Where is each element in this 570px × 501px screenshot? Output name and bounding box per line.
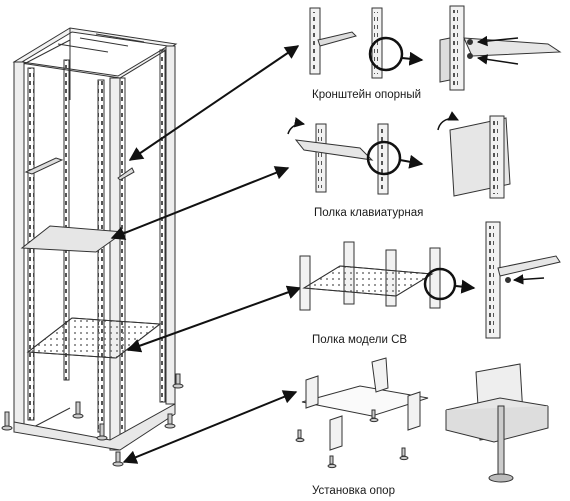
perforated-shelf-icon	[299, 221, 561, 339]
caption-support-bracket: Кронштейн опорный	[312, 89, 421, 101]
caption-cb-shelf: Полка модели СВ	[312, 334, 407, 346]
caption-feet: Установка опор	[312, 485, 395, 497]
pointer-arrows	[110, 45, 302, 464]
leveling-feet-icon	[295, 357, 549, 483]
rack-cabinet-icon	[1, 27, 184, 467]
caption-keyboard-shelf: Полка клавиатурная	[314, 207, 423, 219]
keyboard-shelf-icon	[287, 111, 511, 199]
support-bracket-icon	[309, 5, 562, 91]
